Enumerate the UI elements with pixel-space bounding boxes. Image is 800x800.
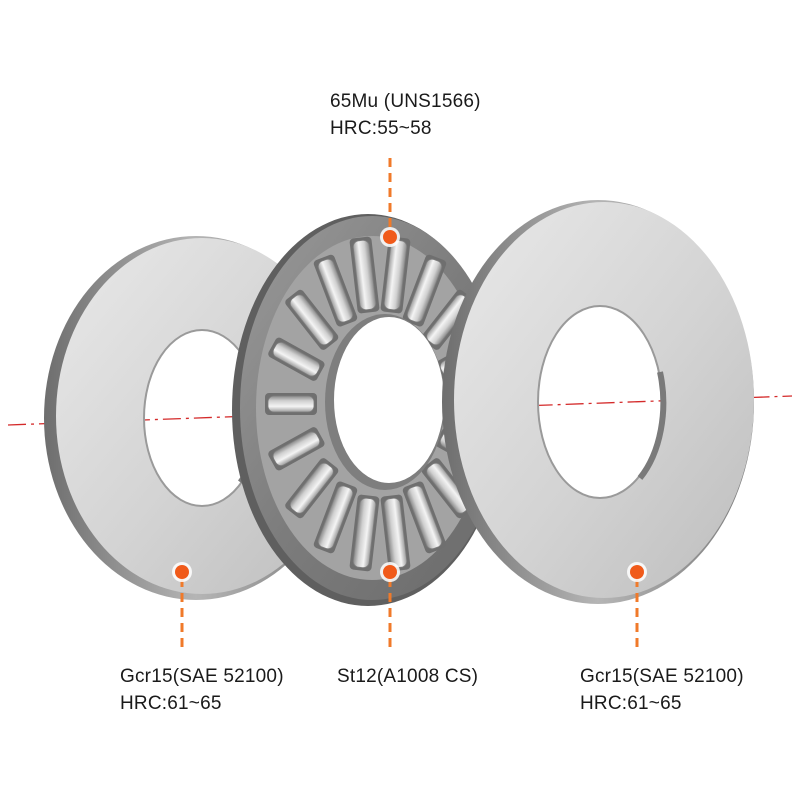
- needle-roller: [402, 481, 447, 554]
- label-left-washer: Gcr15(SAE 52100) HRC:61~65: [120, 663, 284, 717]
- needle-roller: [268, 427, 325, 471]
- label-top-hardness: HRC:55~58: [330, 118, 432, 139]
- label-top-cage-spring: 65Mu (UNS1566) HRC:55~58: [330, 88, 481, 142]
- marker-top: [380, 227, 400, 247]
- needle-roller: [285, 458, 339, 519]
- needle-roller: [313, 481, 358, 554]
- needle-roller: [380, 494, 411, 572]
- marker-left: [172, 562, 192, 582]
- label-right-material: Gcr15(SAE 52100): [580, 666, 744, 687]
- needle-roller: [380, 236, 411, 314]
- label-left-material: Gcr15(SAE 52100): [120, 666, 284, 687]
- label-right-hardness: HRC:61~65: [580, 693, 682, 714]
- label-center-material: St12(A1008 CS): [337, 666, 479, 687]
- needle-roller: [421, 458, 475, 519]
- needle-roller: [313, 254, 358, 327]
- needle-roller: [349, 494, 380, 572]
- marker-center: [380, 562, 400, 582]
- needle-roller: [268, 337, 325, 381]
- label-left-hardness: HRC:61~65: [120, 693, 222, 714]
- label-top-material: 65Mu (UNS1566): [330, 91, 481, 112]
- label-right-washer: Gcr15(SAE 52100) HRC:61~65: [580, 663, 744, 717]
- needle-roller: [265, 393, 317, 415]
- marker-right: [627, 562, 647, 582]
- needle-roller: [349, 236, 380, 314]
- needle-roller: [285, 289, 339, 350]
- label-center-cage: St12(A1008 CS): [337, 663, 478, 690]
- needle-roller: [402, 254, 447, 327]
- right-washer: [442, 200, 754, 604]
